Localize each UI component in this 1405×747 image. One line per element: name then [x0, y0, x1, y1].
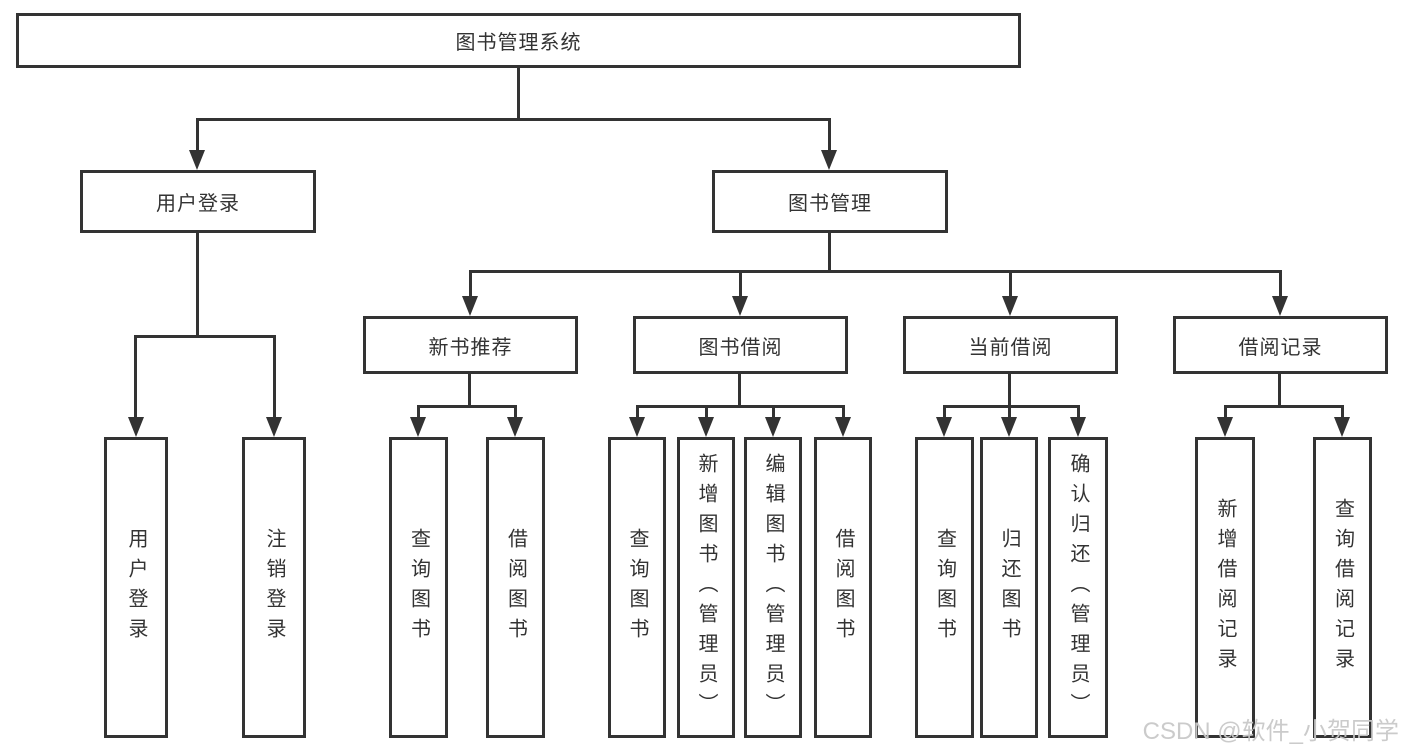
arrow-down-icon [1070, 417, 1086, 437]
node-new-book-rec: 新书推荐 [363, 316, 578, 374]
connector-line [1077, 405, 1080, 417]
connector-line [1279, 270, 1282, 296]
arrow-down-icon [507, 417, 523, 437]
node-leaf-borrow-book-1-label: 借阅图书 [504, 527, 527, 648]
arrow-down-icon [936, 417, 952, 437]
connector-line [469, 270, 1282, 273]
connector-line [517, 68, 520, 121]
connector-line [943, 405, 1080, 408]
node-leaf-query-book-3: 查询图书 [915, 437, 974, 738]
connector-line [469, 270, 472, 296]
connector-line [636, 405, 845, 408]
arrow-down-icon [189, 150, 205, 170]
node-leaf-query-record: 查询借阅记录 [1313, 437, 1372, 738]
connector-line [739, 270, 742, 296]
node-leaf-logout: 注销登录 [242, 437, 306, 738]
node-leaf-add-record: 新增借阅记录 [1195, 437, 1255, 738]
node-leaf-borrow-book-2: 借阅图书 [814, 437, 872, 738]
node-leaf-borrow-book-2-label: 借阅图书 [832, 527, 854, 648]
arrow-down-icon [765, 417, 781, 437]
node-book-borrow: 图书借阅 [633, 316, 848, 374]
node-leaf-confirm-return: 确认归还（管理员） [1048, 437, 1108, 738]
node-leaf-add-record-label: 新增借阅记录 [1214, 497, 1236, 678]
connector-line [636, 405, 639, 417]
arrow-down-icon [821, 150, 837, 170]
arrow-down-icon [1334, 417, 1350, 437]
arrow-down-icon [835, 417, 851, 437]
connector-line [842, 405, 845, 417]
node-borrow-records: 借阅记录 [1173, 316, 1388, 374]
connector-line [738, 374, 741, 407]
connector-line [1278, 374, 1281, 407]
connector-line [828, 118, 831, 150]
node-leaf-edit-book-label: 编辑图书（管理员） [762, 452, 784, 723]
connector-line [705, 405, 708, 417]
connector-line [196, 118, 199, 150]
node-leaf-edit-book: 编辑图书（管理员） [744, 437, 802, 738]
node-book-borrow-label: 图书借阅 [698, 336, 783, 359]
connector-line [1008, 405, 1011, 417]
arrow-down-icon [732, 296, 748, 316]
node-leaf-user-login-label: 用户登录 [125, 527, 147, 648]
node-leaf-query-book-2: 查询图书 [608, 437, 666, 738]
connector-line [943, 405, 946, 417]
node-leaf-logout-label: 注销登录 [263, 527, 285, 648]
arrow-down-icon [410, 417, 426, 437]
node-user-login: 用户登录 [80, 170, 316, 233]
arrow-down-icon [1217, 417, 1233, 437]
node-leaf-query-book-1: 查询图书 [389, 437, 448, 738]
arrow-down-icon [698, 417, 714, 437]
node-leaf-borrow-book-1: 借阅图书 [486, 437, 545, 738]
connector-line [1224, 405, 1344, 408]
node-root: 图书管理系统 [16, 13, 1021, 68]
arrow-down-icon [1002, 296, 1018, 316]
node-book-mgmt-label: 图书管理 [788, 193, 872, 215]
node-leaf-add-book-label: 新增图书（管理员） [695, 452, 717, 723]
connector-line [772, 405, 775, 417]
connector-line [1224, 405, 1227, 417]
connector-line [514, 405, 517, 417]
node-current-borrow: 当前借阅 [903, 316, 1118, 374]
arrow-down-icon [462, 296, 478, 316]
connector-line [273, 335, 276, 417]
connector-line [1009, 270, 1012, 296]
connector-line [1008, 374, 1011, 407]
connector-line [468, 374, 471, 407]
connector-line [134, 335, 137, 417]
node-leaf-query-book-3-label: 查询图书 [933, 527, 956, 648]
connector-line [828, 233, 831, 273]
arrow-down-icon [1001, 417, 1017, 437]
node-root-label: 图书管理系统 [455, 32, 582, 54]
node-leaf-return-book-label: 归还图书 [998, 527, 1020, 648]
arrow-down-icon [1272, 296, 1288, 316]
connector-line [1341, 405, 1344, 417]
connector-line [196, 118, 831, 121]
connector-line [196, 233, 199, 338]
watermark: CSDN @软件_小贺同学 [1142, 718, 1399, 745]
connector-line [417, 405, 517, 408]
arrow-down-icon [629, 417, 645, 437]
node-new-book-rec-label: 新书推荐 [428, 336, 513, 359]
node-leaf-user-login: 用户登录 [104, 437, 168, 738]
node-leaf-query-book-1-label: 查询图书 [407, 527, 430, 648]
arrow-down-icon [266, 417, 282, 437]
arrow-down-icon [128, 417, 144, 437]
node-leaf-query-record-label: 查询借阅记录 [1331, 497, 1354, 678]
node-leaf-return-book: 归还图书 [980, 437, 1038, 738]
node-book-mgmt: 图书管理 [712, 170, 948, 233]
node-current-borrow-label: 当前借阅 [968, 336, 1053, 359]
connector-line [134, 335, 276, 338]
node-leaf-confirm-return-label: 确认归还（管理员） [1067, 452, 1089, 723]
node-user-login-label: 用户登录 [156, 193, 240, 215]
connector-line [417, 405, 420, 417]
node-borrow-records-label: 借阅记录 [1238, 336, 1323, 359]
node-leaf-query-book-2-label: 查询图书 [626, 527, 648, 648]
node-leaf-add-book: 新增图书（管理员） [677, 437, 735, 738]
